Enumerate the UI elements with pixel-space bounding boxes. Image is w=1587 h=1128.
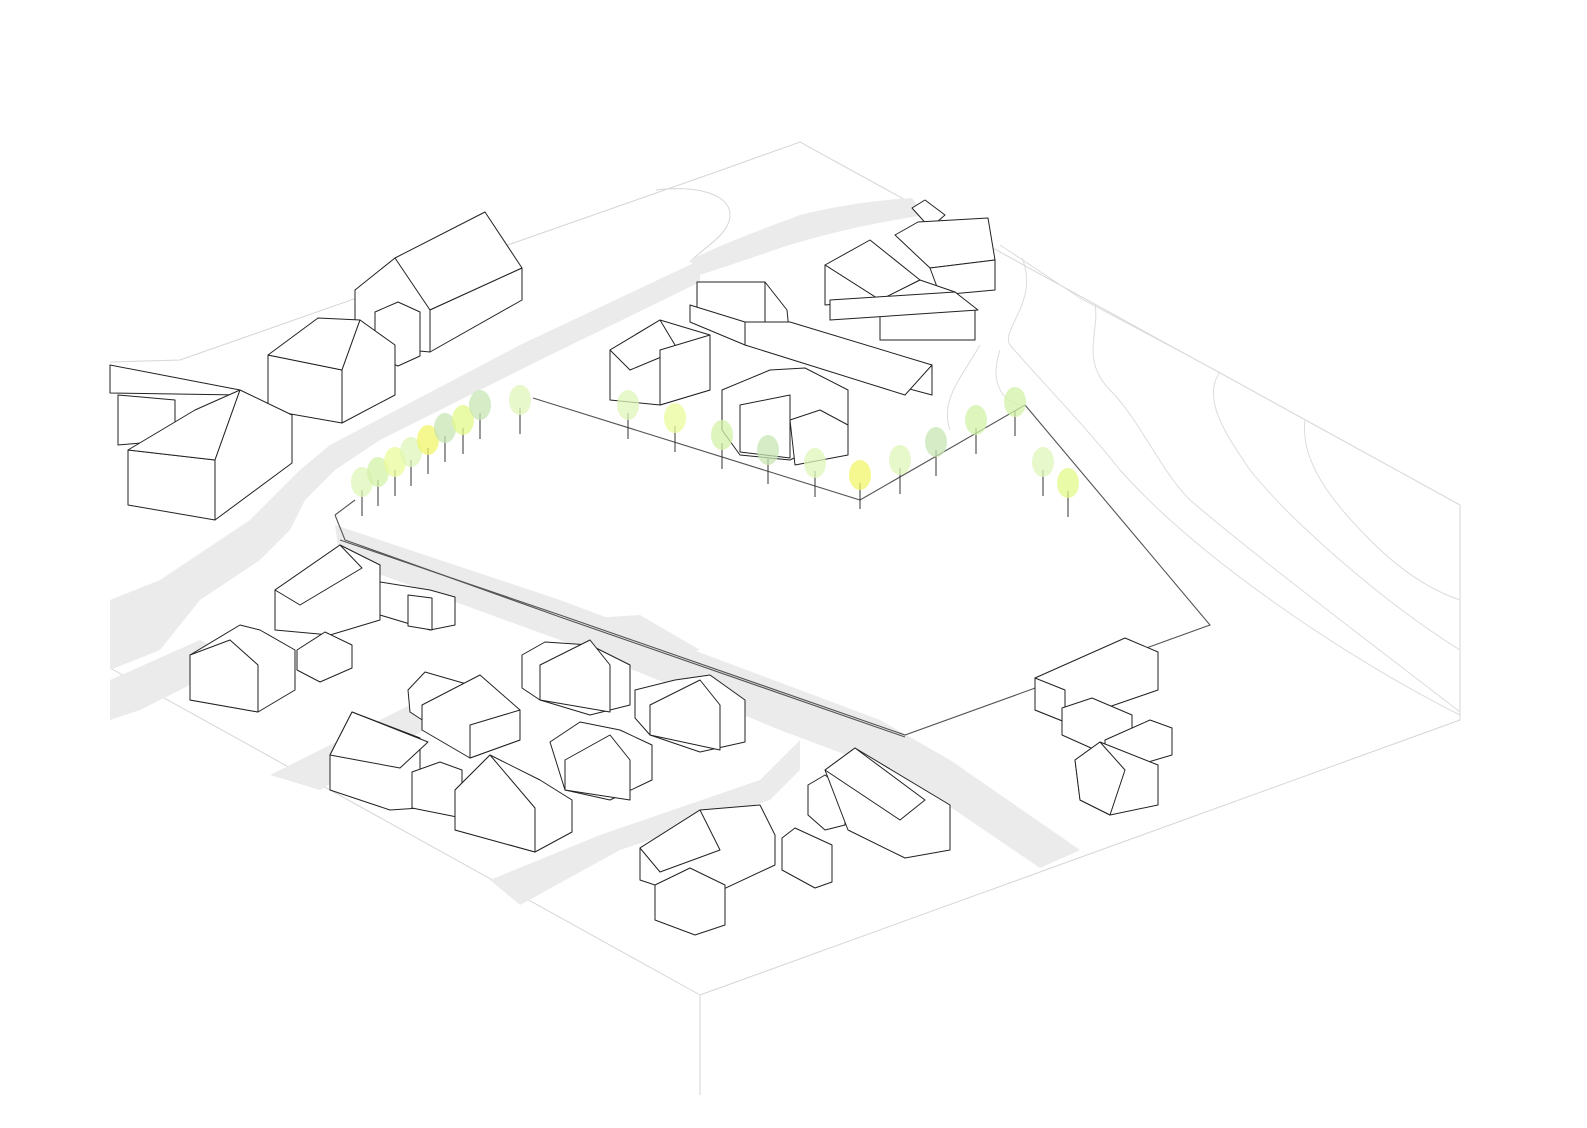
tree-canopy <box>965 405 987 435</box>
tree <box>711 420 733 469</box>
tree <box>1057 468 1079 517</box>
tree <box>452 405 474 454</box>
tree <box>400 437 422 486</box>
tree-canopy <box>400 437 422 467</box>
tree-canopy <box>469 390 491 420</box>
tree-group <box>351 385 1079 517</box>
tree <box>757 435 779 484</box>
building <box>781 827 833 889</box>
road-upper-right <box>690 198 925 275</box>
building <box>634 674 746 753</box>
building <box>1034 637 1159 723</box>
building <box>609 319 711 406</box>
buildings <box>109 199 1173 936</box>
tree <box>664 403 686 452</box>
contour-line <box>999 244 1461 506</box>
building <box>109 364 293 521</box>
tree <box>1032 447 1054 496</box>
building <box>654 867 726 936</box>
tree-canopy <box>925 427 947 457</box>
tree-canopy <box>1004 387 1026 417</box>
tree-canopy <box>804 448 826 478</box>
tree-canopy <box>1032 447 1054 477</box>
tree-canopy <box>367 457 389 487</box>
building <box>521 639 631 716</box>
building <box>189 624 353 713</box>
building <box>1074 741 1159 816</box>
tree-canopy <box>849 460 871 490</box>
contour-line <box>1092 304 1461 713</box>
tree-canopy <box>452 405 474 435</box>
building <box>454 754 573 853</box>
contour-line <box>1213 371 1461 651</box>
tree <box>417 425 439 474</box>
tree-canopy <box>617 390 639 420</box>
building <box>421 674 521 759</box>
main-road-north <box>110 260 700 670</box>
building <box>894 199 996 296</box>
tree-canopy <box>757 435 779 465</box>
road-south-bend <box>560 615 700 660</box>
building <box>689 304 933 396</box>
tree <box>1004 387 1026 436</box>
north-path <box>655 188 731 263</box>
building <box>267 317 396 424</box>
site-ground <box>109 141 1461 1095</box>
tree <box>367 457 389 506</box>
building <box>824 239 979 341</box>
tree <box>509 385 531 434</box>
tree-canopy <box>711 420 733 450</box>
tree <box>469 390 491 439</box>
tree-canopy <box>889 445 911 475</box>
tree-canopy <box>434 413 456 443</box>
tree <box>965 405 987 454</box>
road-south-east <box>490 740 800 905</box>
building <box>549 721 653 801</box>
building <box>807 747 951 859</box>
tree <box>889 445 911 494</box>
tree-canopy <box>509 385 531 415</box>
tree <box>849 460 871 509</box>
tree <box>804 448 826 497</box>
tree-canopy <box>417 425 439 455</box>
tree <box>617 390 639 439</box>
building <box>721 367 849 466</box>
tree <box>925 427 947 476</box>
tree-canopy <box>664 403 686 433</box>
tree <box>434 413 456 462</box>
building <box>274 544 456 636</box>
contour-line <box>1007 257 1461 716</box>
site-outline <box>109 141 1461 1095</box>
contour-line <box>1303 419 1461 601</box>
tree-canopy <box>1057 468 1079 498</box>
boundary-line-west <box>334 514 906 738</box>
